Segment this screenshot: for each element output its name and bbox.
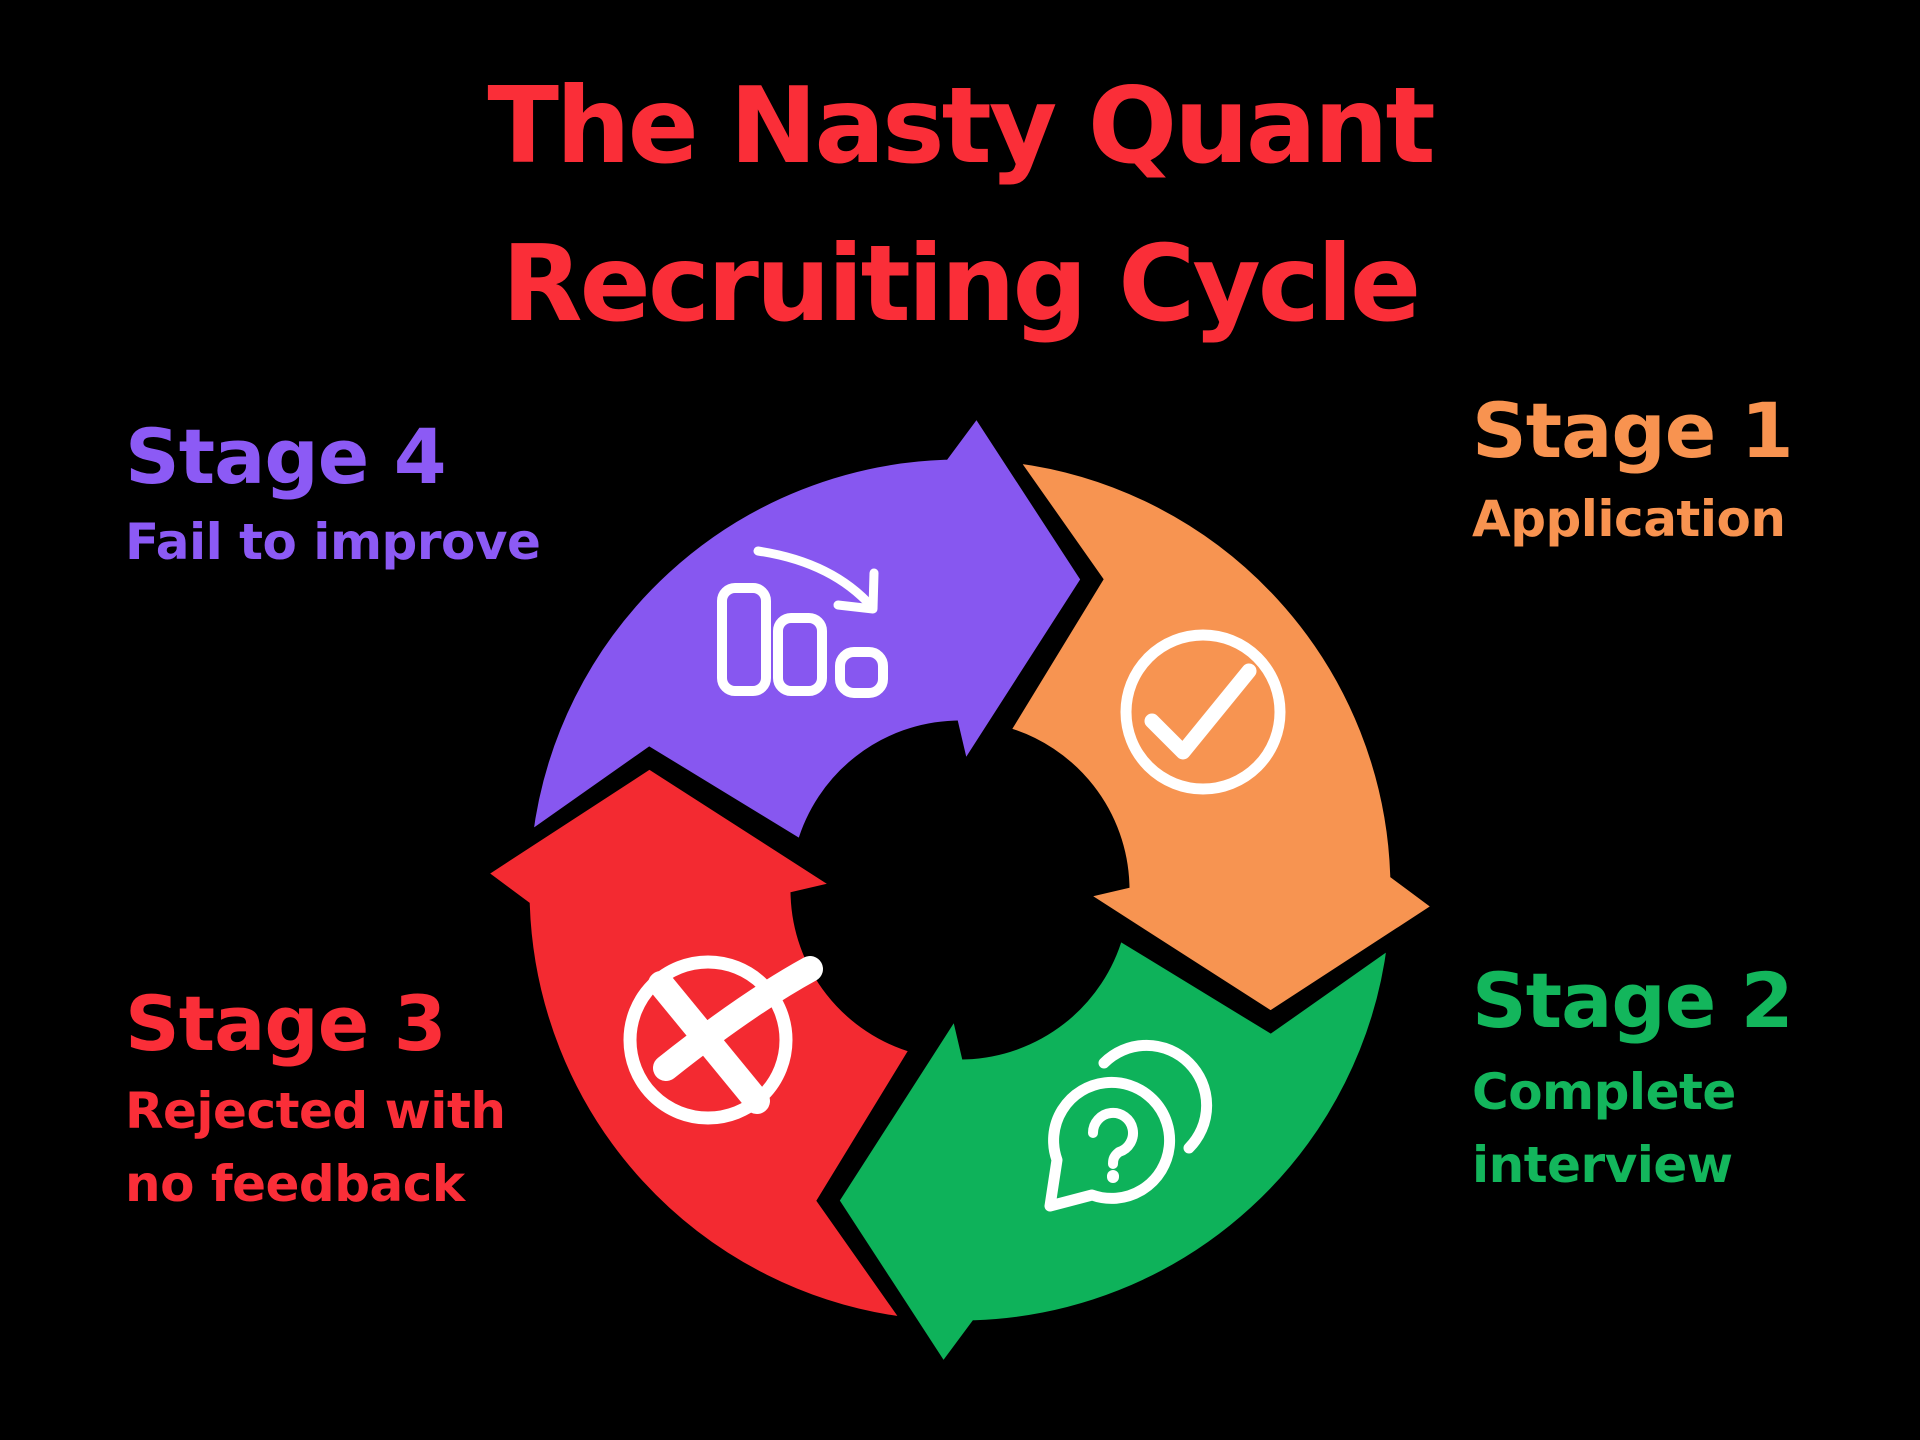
stage-2-desc-line: Complete	[1472, 1063, 1736, 1121]
back-bubble	[1098, 1039, 1213, 1154]
segment-stage-1	[998, 452, 1446, 1021]
stage-2-description: Complete interview	[1472, 1056, 1736, 1202]
x-circle-outline	[623, 955, 793, 1125]
bar-medium	[773, 613, 827, 696]
segment-stage-4	[522, 404, 1091, 852]
stage-2-desc-line: interview	[1472, 1136, 1733, 1194]
stage-3-description: Rejected with no feedback	[125, 1075, 506, 1221]
check-mark	[1144, 663, 1257, 760]
stage-1-title: Stage 1	[1472, 386, 1794, 475]
stage-4-desc-line: Fail to improve	[125, 513, 541, 571]
stage-3-desc-line: Rejected with	[125, 1082, 506, 1140]
stage-4-title: Stage 4	[125, 412, 447, 501]
rejected-x-icon	[623, 955, 823, 1125]
decline-arrow-curve	[753, 546, 877, 612]
front-bubble	[1044, 1076, 1176, 1212]
question-mark	[1087, 1107, 1138, 1169]
question-chat-icon	[1044, 1039, 1213, 1212]
stage-4-description: Fail to improve	[125, 506, 541, 579]
x-swoosh-stroke	[653, 956, 823, 1081]
decline-arrow-head	[833, 568, 879, 614]
stage-2-title: Stage 2	[1472, 956, 1794, 1045]
stage-1-desc-line: Application	[1472, 490, 1786, 548]
bar-tall	[717, 583, 771, 696]
stage-3-desc-line: no feedback	[125, 1155, 465, 1213]
stage-1-description: Application	[1472, 483, 1786, 556]
stage-3-title: Stage 3	[125, 979, 447, 1068]
title-line-2: Recruiting Cycle	[501, 223, 1421, 345]
check-circle-icon	[1120, 629, 1286, 795]
title-line-1: The Nasty Quant	[487, 65, 1435, 187]
page-title: The Nasty Quant Recruiting Cycle	[0, 47, 1920, 363]
declining-chart-icon	[717, 546, 888, 698]
check-circle-outline	[1120, 629, 1286, 795]
bar-small	[835, 647, 888, 698]
